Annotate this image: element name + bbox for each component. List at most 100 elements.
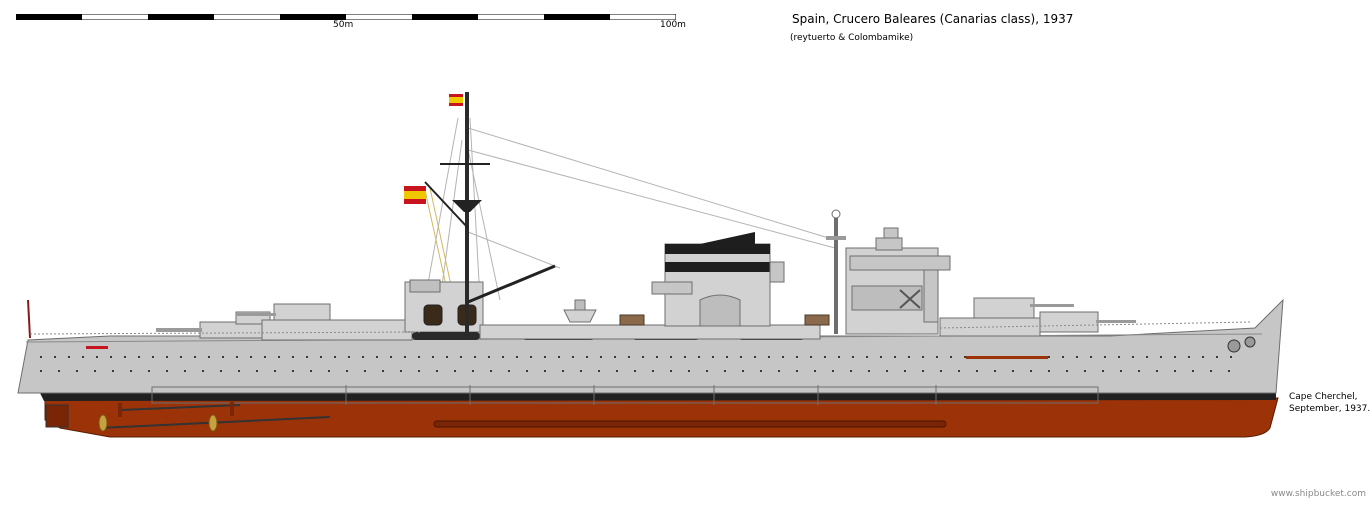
porthole bbox=[1132, 356, 1134, 358]
porthole bbox=[580, 370, 582, 372]
porthole bbox=[742, 370, 744, 372]
porthole bbox=[320, 356, 322, 358]
porthole bbox=[1210, 370, 1212, 372]
portholes bbox=[40, 356, 1232, 372]
porthole bbox=[796, 356, 798, 358]
aa-director-tub bbox=[563, 309, 597, 323]
porthole bbox=[1118, 356, 1120, 358]
porthole bbox=[866, 356, 868, 358]
foremast bbox=[834, 218, 838, 334]
caption-line-2: September, 1937. bbox=[1289, 404, 1370, 414]
porthole bbox=[886, 370, 888, 372]
porthole bbox=[760, 370, 762, 372]
aft-superstructure bbox=[261, 319, 413, 341]
life-rafts-2 bbox=[804, 314, 830, 326]
porthole bbox=[964, 356, 966, 358]
porthole bbox=[310, 370, 312, 372]
porthole bbox=[1120, 370, 1122, 372]
porthole bbox=[726, 356, 728, 358]
propeller-1 bbox=[98, 414, 108, 432]
porthole bbox=[264, 356, 266, 358]
porthole bbox=[950, 356, 952, 358]
underwater-hull bbox=[44, 397, 1279, 438]
porthole bbox=[614, 356, 616, 358]
porthole bbox=[238, 370, 240, 372]
porthole bbox=[94, 370, 96, 372]
porthole bbox=[1066, 370, 1068, 372]
bilge-keel bbox=[433, 420, 947, 428]
crane-boom bbox=[467, 264, 556, 304]
aa-director-mount bbox=[574, 299, 586, 311]
porthole bbox=[1188, 356, 1190, 358]
porthole bbox=[400, 370, 402, 372]
mast-platform bbox=[452, 200, 482, 212]
porthole bbox=[382, 370, 384, 372]
porthole bbox=[166, 370, 168, 372]
foremast-top bbox=[831, 209, 841, 219]
boot-top bbox=[40, 393, 1276, 401]
porthole bbox=[256, 370, 258, 372]
porthole bbox=[328, 370, 330, 372]
porthole bbox=[68, 356, 70, 358]
porthole bbox=[274, 370, 276, 372]
porthole bbox=[832, 370, 834, 372]
porthole bbox=[634, 370, 636, 372]
porthole bbox=[740, 356, 742, 358]
stern-flagstaff bbox=[27, 299, 31, 339]
porthole bbox=[502, 356, 504, 358]
porthole bbox=[208, 356, 210, 358]
rigging bbox=[424, 117, 836, 301]
porthole bbox=[364, 370, 366, 372]
porthole bbox=[1230, 356, 1232, 358]
porthole bbox=[82, 356, 84, 358]
rudder bbox=[45, 404, 69, 428]
porthole bbox=[868, 370, 870, 372]
porthole bbox=[684, 356, 686, 358]
porthole bbox=[814, 370, 816, 372]
porthole bbox=[544, 356, 546, 358]
porthole bbox=[40, 370, 42, 372]
porthole bbox=[1160, 356, 1162, 358]
porthole bbox=[508, 370, 510, 372]
porthole bbox=[850, 370, 852, 372]
armor-belt bbox=[151, 386, 1099, 404]
porthole bbox=[1084, 370, 1086, 372]
porthole bbox=[526, 370, 528, 372]
porthole bbox=[138, 356, 140, 358]
porthole bbox=[436, 370, 438, 372]
searchlight-1 bbox=[423, 304, 443, 326]
porthole bbox=[404, 356, 406, 358]
gaff bbox=[424, 181, 469, 229]
porthole bbox=[852, 356, 854, 358]
porthole bbox=[724, 370, 726, 372]
porthole bbox=[348, 356, 350, 358]
porthole bbox=[670, 356, 672, 358]
ship-name-plate bbox=[86, 346, 108, 349]
porthole bbox=[778, 370, 780, 372]
porthole bbox=[586, 356, 588, 358]
porthole bbox=[1156, 370, 1158, 372]
porthole bbox=[390, 356, 392, 358]
porthole bbox=[782, 356, 784, 358]
life-rafts-1 bbox=[619, 314, 645, 326]
porthole bbox=[562, 370, 564, 372]
porthole bbox=[530, 356, 532, 358]
porthole bbox=[112, 370, 114, 372]
porthole bbox=[1104, 356, 1106, 358]
scale-bar bbox=[16, 14, 676, 20]
porthole bbox=[1146, 356, 1148, 358]
porthole bbox=[460, 356, 462, 358]
porthole bbox=[202, 370, 204, 372]
porthole bbox=[432, 356, 434, 358]
porthole bbox=[922, 370, 924, 372]
porthole bbox=[838, 356, 840, 358]
porthole bbox=[1048, 356, 1050, 358]
forward-deckhouse bbox=[939, 317, 1041, 337]
scale-label-50m: 50m bbox=[333, 20, 354, 30]
flag-halyards bbox=[424, 187, 453, 291]
railing-aft bbox=[29, 331, 421, 335]
porthole bbox=[472, 370, 474, 372]
drawing-credits: (reytuerto & Colombamike) bbox=[790, 33, 914, 43]
porthole bbox=[894, 356, 896, 358]
porthole bbox=[572, 356, 574, 358]
